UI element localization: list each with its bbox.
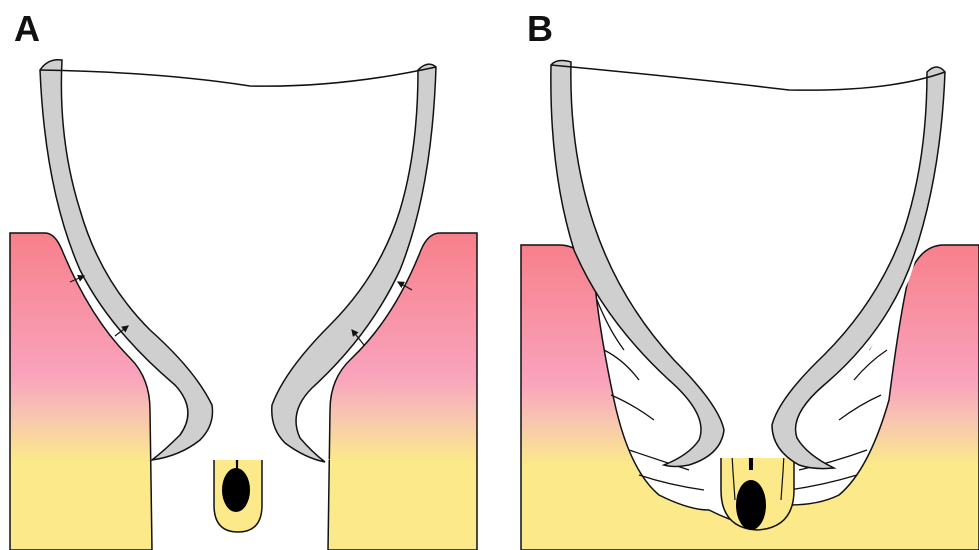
hair-bulb-icon bbox=[222, 468, 250, 512]
panel-a: A bbox=[0, 0, 490, 550]
panel-label-a: A bbox=[14, 8, 40, 50]
panel-b: B bbox=[489, 0, 979, 550]
hair-bulb-icon bbox=[736, 480, 766, 530]
diagram-a bbox=[0, 0, 490, 550]
diagram-b bbox=[489, 0, 979, 550]
panel-label-b: B bbox=[527, 8, 553, 50]
